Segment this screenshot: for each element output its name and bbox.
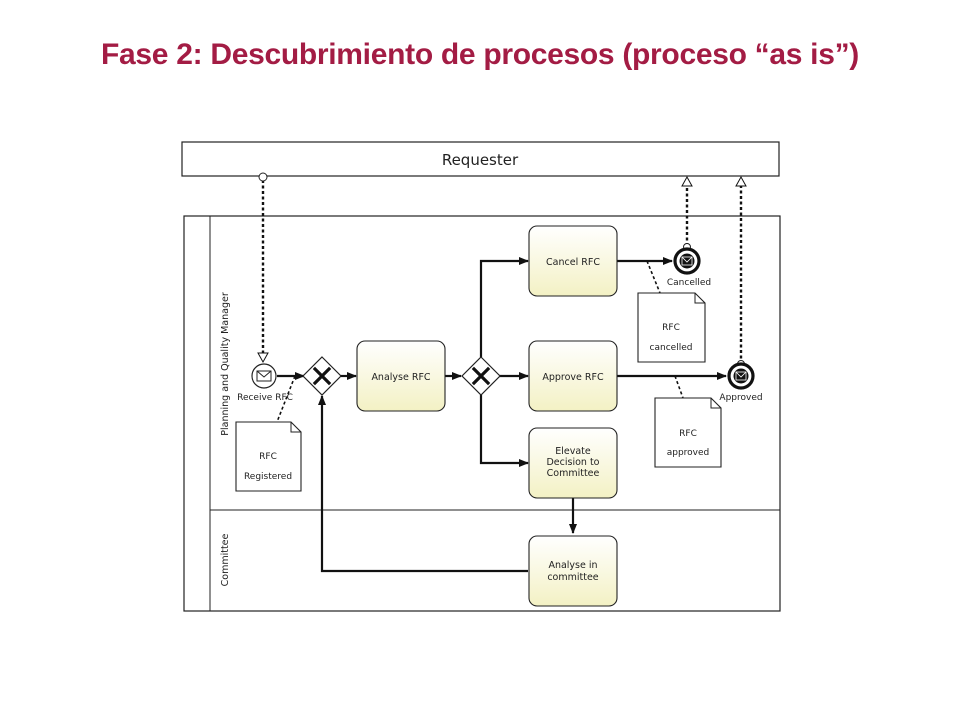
lane-planning-label: Planning and Quality Manager: [220, 292, 231, 436]
envelope-icon: [735, 371, 747, 381]
data-associations: [276, 260, 684, 423]
flow-committee-to-merge: [318, 395, 528, 573]
lane-committee-label: Committee: [220, 533, 231, 586]
data-object-label: RFC: [662, 323, 680, 333]
task-cancel-rfc: Cancel RFC: [528, 225, 618, 297]
task-elevate-decision: Elevate Decision to Committee: [528, 427, 618, 499]
slide-title: Fase 2: Descubrimiento de procesos (proc…: [101, 38, 859, 71]
start-message-event: Receive RFC: [237, 363, 293, 403]
data-object-label: approved: [667, 448, 710, 458]
message-arrow-receive: [257, 352, 269, 364]
envelope-icon: [256, 370, 272, 382]
message-arrow-cancelled: [681, 175, 693, 187]
x-icon: [312, 366, 332, 386]
task-label: Approve RFC: [542, 372, 604, 383]
x-icon: [471, 366, 491, 386]
decision-gateway: [461, 356, 501, 396]
merge-gateway: [302, 356, 342, 396]
task-analyse-rfc: Analyse RFC: [356, 340, 446, 412]
event-label-approved: Approved: [719, 393, 762, 403]
requester-pool: Requester: [181, 141, 780, 177]
task-label: Analyse in: [548, 560, 597, 571]
data-object-label: cancelled: [650, 343, 693, 353]
data-object-rfc-approved: RFC approved: [654, 397, 722, 468]
task-analyse-committee: Analyse in committee: [528, 535, 618, 607]
task-approve-rfc: Approve RFC: [528, 340, 618, 412]
sequence-flows: [277, 257, 727, 573]
event-label-receive: Receive RFC: [237, 393, 293, 403]
flow-decision-to-elevate: [479, 395, 529, 467]
task-label: Elevate: [555, 446, 591, 457]
event-label-cancelled: Cancelled: [667, 278, 711, 288]
end-event-approved: Approved: [719, 362, 763, 403]
requester-pool-label: Requester: [442, 151, 519, 169]
task-label: Committee: [547, 468, 600, 479]
message-flow-source-dot: [258, 172, 268, 182]
data-object-label: RFC: [679, 429, 697, 439]
task-label: Decision to: [546, 457, 599, 468]
message-arrow-approved: [735, 175, 747, 187]
end-event-cancelled: Cancelled: [667, 247, 711, 288]
data-object-label: Registered: [244, 472, 292, 482]
flow-decision-to-cancel: [479, 257, 529, 357]
message-flows: [261, 180, 743, 364]
data-object-rfc-registered: RFC Registered: [235, 421, 302, 492]
task-label: Analyse RFC: [371, 372, 430, 383]
envelope-icon: [681, 256, 693, 266]
task-label: Cancel RFC: [546, 257, 600, 268]
task-label: committee: [547, 572, 598, 583]
data-object-rfc-cancelled: RFC cancelled: [637, 292, 706, 363]
data-object-label: RFC: [259, 452, 277, 462]
